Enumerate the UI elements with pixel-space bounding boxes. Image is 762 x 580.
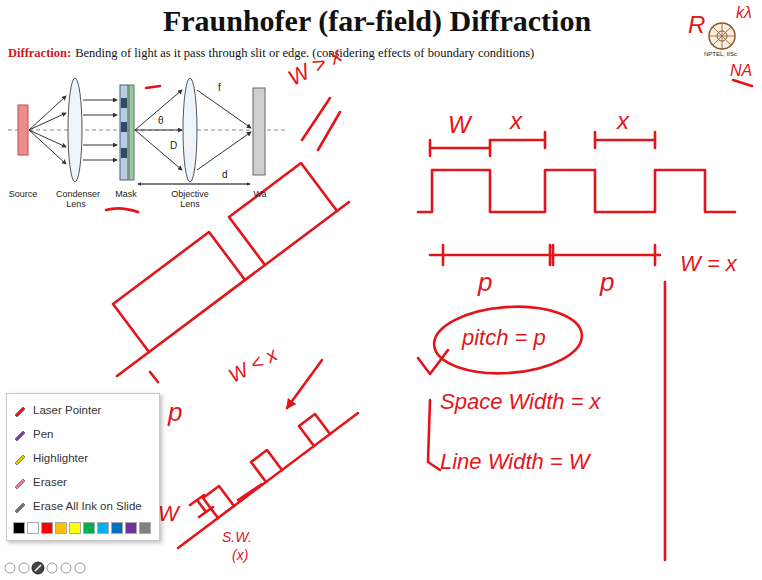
color-swatch (55, 522, 67, 534)
menu-icon (13, 451, 27, 465)
pitch-label: p (600, 268, 614, 297)
slide-title: Fraunhofer (far-field) Diffraction (0, 4, 758, 38)
dimension-label: W (448, 112, 471, 138)
menu-icon (13, 427, 27, 441)
hand-note: NA (730, 62, 752, 80)
figure-label: Source (8, 190, 38, 200)
space-width-mark: S.W. (222, 530, 252, 545)
figure-label: Wa (250, 190, 270, 200)
menu-item-text: Laser Pointer (33, 404, 101, 416)
line-width-mark: W (158, 502, 179, 526)
logo-text: NPTEL, IISc (704, 51, 737, 58)
optics-figure (8, 78, 285, 184)
figure-label: Condenser Lens (56, 190, 96, 210)
color-swatch (139, 522, 151, 534)
color-swatch (83, 522, 95, 534)
dimension-label: x (510, 108, 522, 134)
definition-term: Diffraction: (8, 46, 71, 60)
menu-item-text: Erase All Ink on Slide (33, 500, 142, 512)
definition-line: Diffraction:Bending of light as it pass … (8, 46, 534, 61)
definition-note: Line Width = W (440, 450, 590, 474)
color-swatches (13, 522, 151, 534)
pitch-mark: p (168, 398, 182, 427)
nptel-logo (709, 23, 735, 49)
color-swatch (97, 522, 109, 534)
figure-symbol: d (222, 169, 228, 180)
menu-item: Highlighter (13, 446, 151, 470)
color-swatch (125, 522, 137, 534)
definition-note: Space Width = x (440, 390, 601, 414)
pitch-label: p (478, 268, 492, 297)
menu-icon (13, 475, 27, 489)
menu-item-text: Eraser (33, 476, 67, 488)
hand-note: kλ (736, 4, 752, 22)
hand-ink (106, 80, 752, 560)
menu-item: Pen (13, 422, 151, 446)
ink-menu: Laser PointerPenHighlighterEraserErase A… (6, 393, 160, 541)
figure-label: Mask (108, 190, 144, 200)
menu-item: Laser Pointer (13, 398, 151, 422)
figure-label: Objective Lens (170, 190, 210, 210)
slideshow-toolbar (5, 562, 85, 574)
color-swatch (13, 522, 25, 534)
menu-icon (13, 403, 27, 417)
figure-symbol: f (218, 82, 221, 93)
color-swatch (69, 522, 81, 534)
menu-item: Erase All Ink on Slide (13, 494, 151, 518)
menu-icon (13, 499, 27, 513)
hand-note: W < x (225, 343, 281, 387)
hand-note: W = x (680, 252, 737, 276)
figure-symbol: D (170, 140, 177, 151)
color-swatch (27, 522, 39, 534)
space-width-mark: (x) (232, 548, 248, 563)
dimension-label: x (617, 108, 629, 134)
angle-symbol: θ (158, 115, 164, 126)
menu-item-text: Highlighter (33, 452, 88, 464)
definition-note: pitch = p (462, 326, 546, 350)
color-swatch (111, 522, 123, 534)
color-swatch (41, 522, 53, 534)
menu-item: Eraser (13, 470, 151, 494)
menu-item-text: Pen (33, 428, 53, 440)
hand-note: R (688, 12, 705, 38)
